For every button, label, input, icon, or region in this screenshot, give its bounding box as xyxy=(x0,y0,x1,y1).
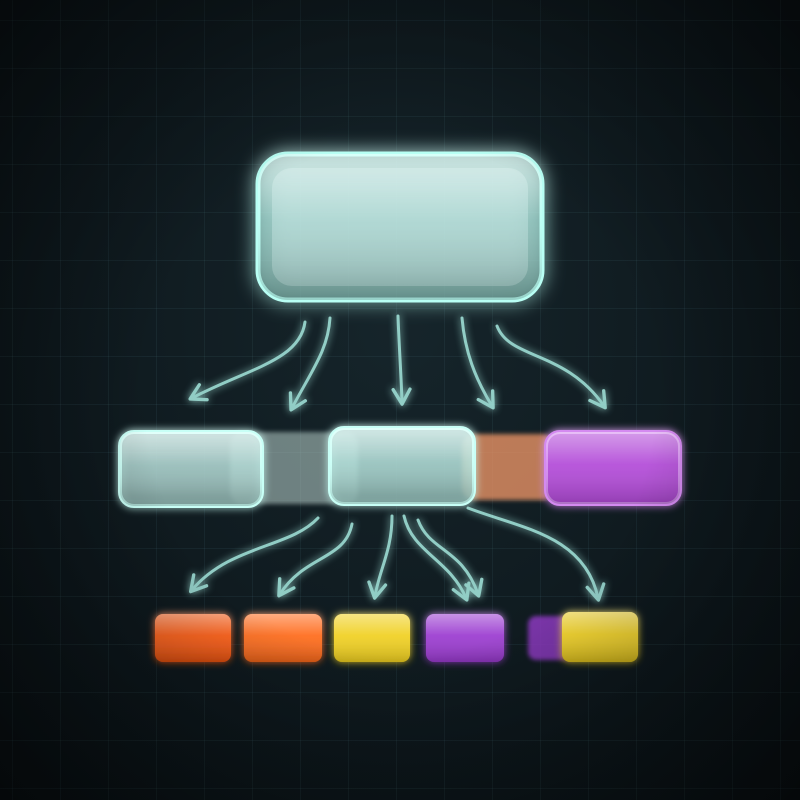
level3-node xyxy=(244,614,322,662)
level3-node xyxy=(426,614,504,662)
level3-node xyxy=(334,614,410,662)
arrow-connector xyxy=(188,320,307,402)
level3-node xyxy=(155,614,231,662)
connectors-level2-to-level3 xyxy=(188,506,606,602)
level3-row xyxy=(155,612,638,662)
arrow-connector xyxy=(460,316,495,410)
root-node xyxy=(255,151,545,303)
arrow-connector xyxy=(391,314,412,406)
arrow-connector xyxy=(466,506,606,602)
arrow-connector xyxy=(495,324,607,410)
level2-node xyxy=(118,430,264,508)
level2-node xyxy=(328,426,476,506)
arrow-connector xyxy=(188,516,320,594)
level2-row xyxy=(118,426,682,508)
level3-node xyxy=(562,612,638,662)
arrow-connector xyxy=(367,514,394,600)
arrow-connector xyxy=(402,514,471,602)
arrow-connector xyxy=(288,316,332,412)
connectors-root-to-level2 xyxy=(188,314,607,412)
arrow-connector xyxy=(416,518,484,598)
level2-node xyxy=(544,430,682,506)
